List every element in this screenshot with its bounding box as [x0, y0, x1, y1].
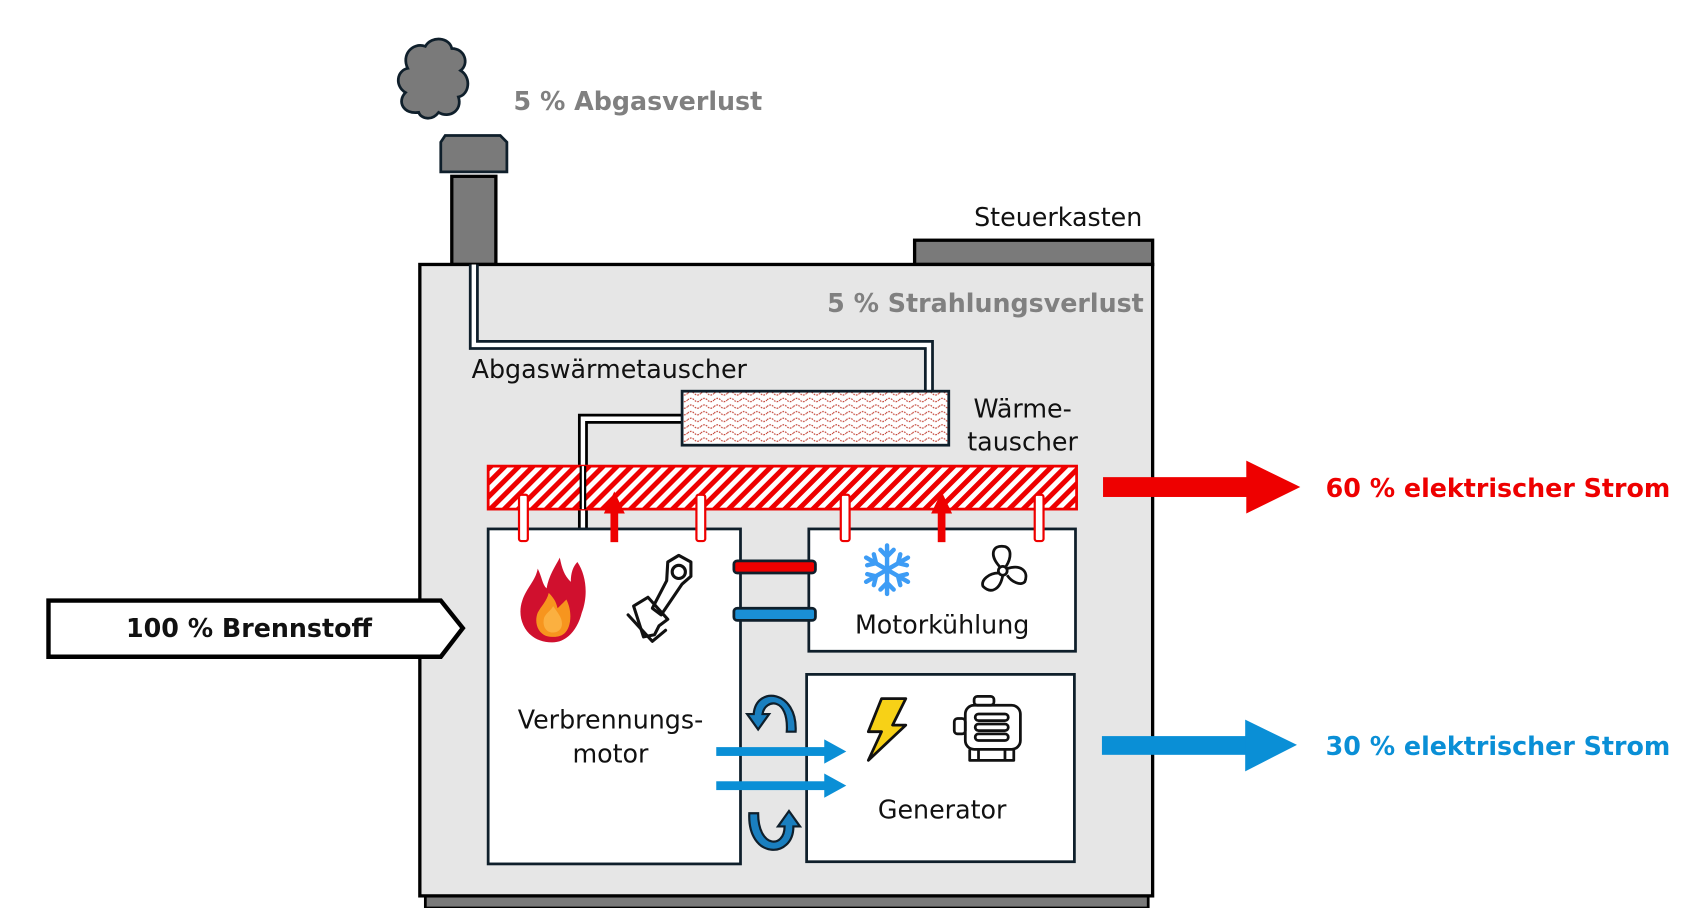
heat-exchanger-label-line1: Wärme- — [973, 394, 1071, 424]
snowflake-icon — [863, 543, 911, 597]
fan-icon — [981, 544, 1028, 592]
engine-box — [486, 527, 742, 866]
rotation-arrow-icon — [748, 809, 803, 851]
generator-label: Generator — [878, 795, 1007, 825]
chimney-icon — [439, 134, 509, 267]
engine-label-line1: Verbrennungs- — [518, 704, 704, 734]
exhaust-heat-exchanger-label: Abgaswärmetauscher — [472, 354, 748, 384]
exhaust-loss-label: 5 % Abgasverlust — [514, 86, 763, 116]
control-box — [912, 238, 1155, 267]
radiation-loss-label: 5 % Strahlungsverlust — [827, 288, 1144, 318]
heat-bar-connectors — [517, 493, 1045, 543]
fuel-input-arrow: 100 % Brennstoff — [46, 598, 466, 659]
heat-up-arrow — [603, 491, 625, 543]
heat-output-label: 60 % elektrischer Strom — [1326, 473, 1671, 503]
power-output-arrow — [1101, 719, 1297, 772]
control-box-label: Steuerkasten — [974, 202, 1142, 232]
piston-icon — [626, 553, 693, 643]
lightning-icon — [866, 697, 908, 762]
engine-label-line2: motor — [572, 739, 649, 769]
electric-motor-icon — [952, 695, 1022, 762]
fuel-input-label: 100 % Brennstoff — [126, 613, 373, 643]
heat-exchanger — [680, 389, 951, 447]
generator-box — [805, 673, 1076, 864]
heat-exchanger-label-line2: tauscher — [967, 427, 1078, 457]
rotation-arrow-icon — [744, 694, 797, 733]
coolant-pipe-hot — [732, 559, 817, 575]
engine-cooling-label: Motorkühlung — [855, 610, 1029, 640]
flame-icon — [520, 557, 586, 643]
heat-up-arrow — [931, 491, 953, 543]
smoke-cloud-icon — [396, 37, 470, 120]
power-transfer-arrow — [716, 739, 847, 764]
heat-distribution-bar — [486, 464, 1078, 511]
power-output-label: 30 % elektrischer Strom — [1326, 731, 1671, 761]
heat-output-arrow — [1103, 460, 1301, 514]
cooling-box — [807, 527, 1077, 653]
power-transfer-arrow — [716, 773, 847, 798]
coolant-pipe-cold — [732, 606, 817, 622]
